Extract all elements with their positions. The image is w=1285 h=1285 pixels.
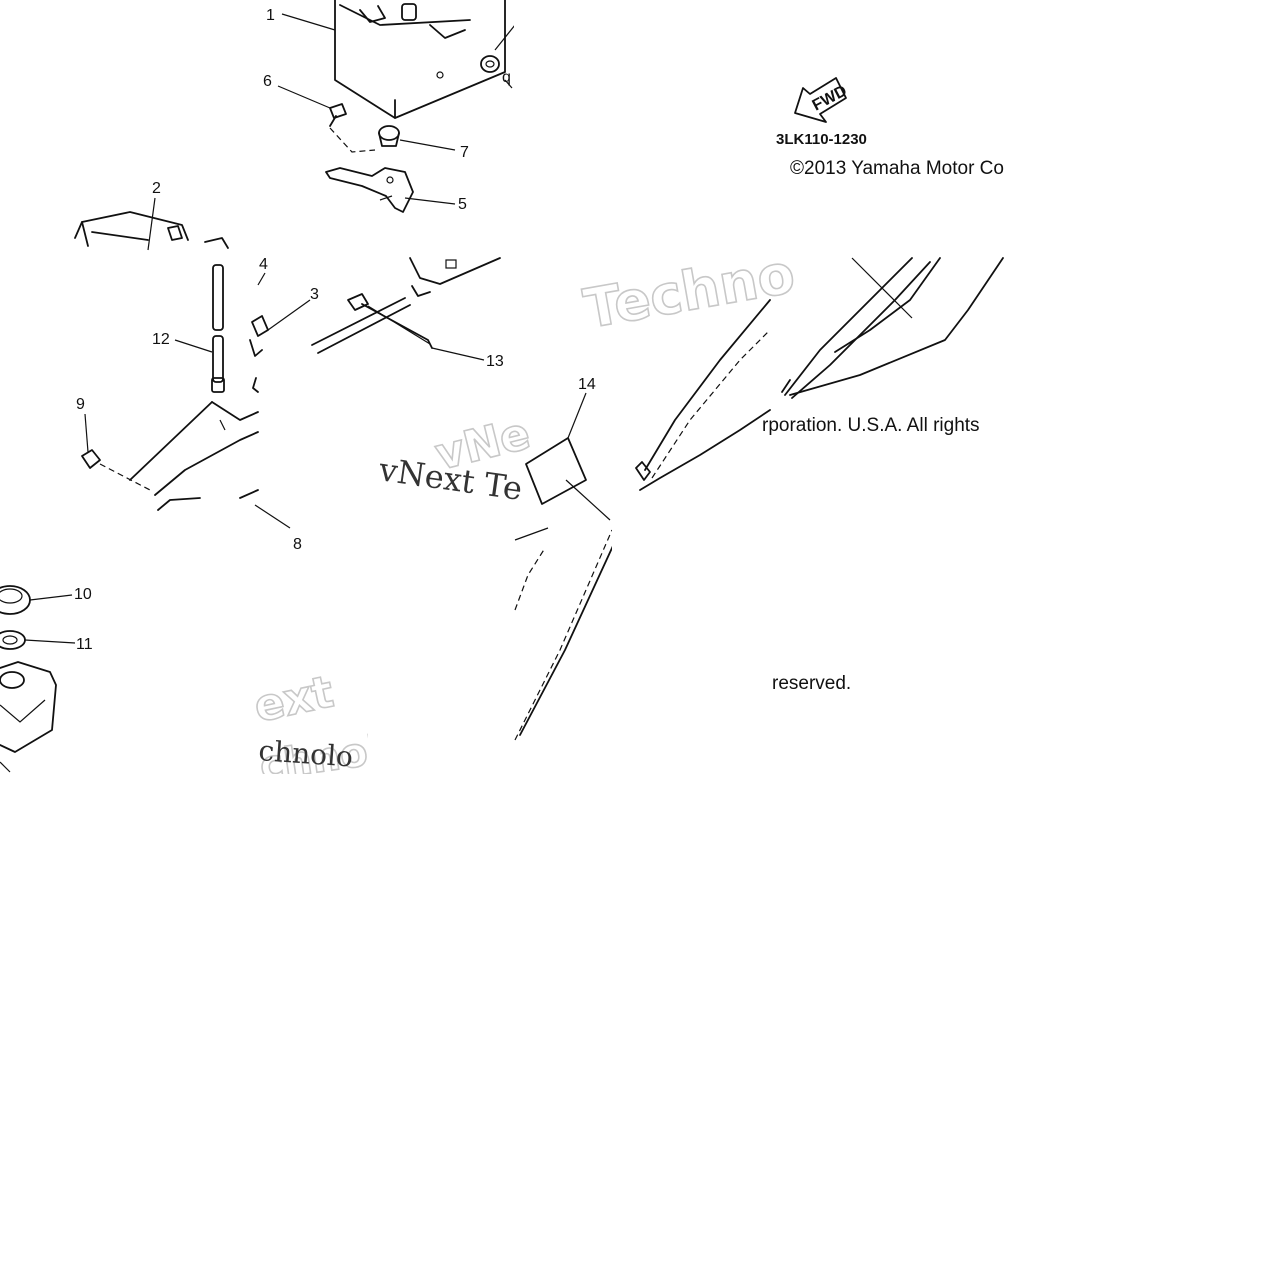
lower-case-drawing [81, 401, 259, 511]
callout-12: 12 [152, 331, 170, 348]
label-sticker-drawing [525, 437, 587, 505]
leader-lines [24, 13, 611, 644]
copyright-line-2: rporation. U.S.A. All rights [762, 415, 980, 436]
band-and-hose-drawing [311, 257, 501, 354]
frame-curves-drawing [514, 257, 1004, 741]
callout-q: q [502, 69, 511, 86]
callout-10: 10 [74, 586, 92, 603]
fwd-arrow-icon: FWD [794, 77, 850, 123]
copyright-line-1: ©2013 Yamaha Motor Co [790, 158, 1004, 179]
part-number: 3LK110-1230 [776, 131, 867, 148]
callout-7: 7 [460, 144, 469, 161]
watermark-text: chnolo [258, 734, 354, 774]
copyright-line-3: reserved. [772, 673, 851, 694]
callout-5: 5 [458, 196, 467, 213]
reservoir-drawing [0, 585, 57, 773]
callout-8: 8 [293, 536, 302, 553]
watermark-text: ext [250, 666, 338, 732]
rod-drawing [211, 264, 225, 393]
fwd-label: FWD [810, 82, 850, 114]
battery-drawing [334, 0, 506, 119]
callout-4: 4 [259, 256, 268, 273]
callout-1: 1 [266, 7, 275, 24]
callout-3: 3 [310, 286, 319, 303]
battery-box-drawing [74, 211, 229, 249]
clip-drawing [249, 315, 269, 393]
callout-14: 14 [578, 376, 596, 393]
callout-9: 9 [76, 396, 85, 413]
callout-numbers: 1 2 3 4 5 6 7 8 9 10 11 12 13 14 q [74, 7, 596, 653]
bracket-assembly-drawing [325, 103, 414, 213]
callout-6: 6 [263, 73, 272, 90]
callout-13: 13 [486, 353, 504, 370]
callout-2: 2 [152, 180, 161, 197]
callout-11: 11 [76, 636, 93, 653]
